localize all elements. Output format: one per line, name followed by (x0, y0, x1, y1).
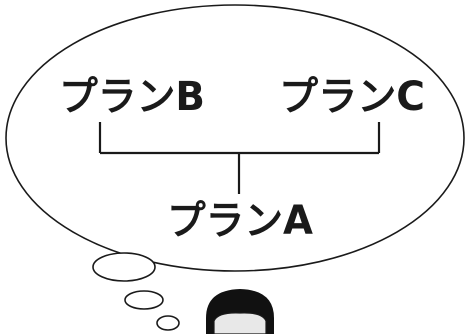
plan-c-label: プランC (279, 74, 425, 120)
thought-bubble-large (92, 252, 156, 282)
plan-b-label: プランB (59, 74, 205, 120)
thought-bubble-small (156, 315, 180, 331)
head-face (213, 312, 267, 334)
thought-bubble-medium (124, 290, 164, 310)
thought-cloud (5, 4, 465, 272)
thinking-person-icon (206, 289, 274, 334)
plan-a-label: プランA (167, 198, 313, 244)
